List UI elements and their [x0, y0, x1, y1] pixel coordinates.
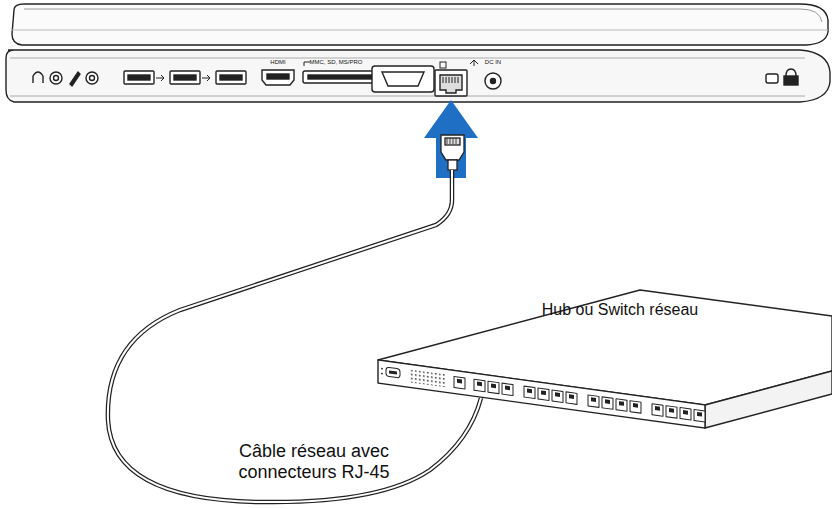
switch-port-pin — [527, 389, 532, 394]
switch-port — [588, 395, 599, 408]
laptop — [6, 4, 830, 102]
switch-port — [488, 381, 499, 394]
port-label: DC IN — [478, 59, 508, 66]
switch-port-pin — [541, 390, 546, 395]
device-label: Hub ou Switch réseau — [515, 301, 725, 319]
switch-port — [566, 392, 577, 405]
switch-port — [502, 383, 513, 396]
switch-port — [616, 399, 627, 412]
switch-port-pin — [569, 394, 574, 399]
rj45-plug — [441, 135, 464, 170]
switch-port — [538, 388, 549, 401]
switch-port-pin — [477, 382, 482, 387]
switch-port-pin — [605, 399, 610, 404]
switch-port-pin — [655, 406, 660, 411]
switch-port-pin — [619, 401, 624, 406]
switch-port-pin — [591, 397, 596, 402]
switch-port — [474, 379, 485, 392]
port-label: HDMI — [258, 59, 298, 66]
switch-port-pin — [683, 410, 688, 415]
switch-port-pin — [697, 412, 702, 417]
insert-arrow — [424, 100, 478, 178]
network-cable — [108, 170, 481, 502]
switch-port — [524, 386, 535, 399]
switch-port-pin — [555, 392, 560, 397]
switch-port-pin — [457, 379, 462, 384]
switch-port — [652, 404, 663, 417]
switch-port-pin — [505, 385, 510, 390]
switch-port-pin — [669, 408, 674, 413]
network-switch — [378, 290, 832, 428]
switch-port — [630, 401, 641, 414]
switch-port — [602, 397, 613, 410]
cable-label: Câble réseau avec connecteurs RJ-45 — [214, 441, 414, 482]
switch-port-pin — [633, 403, 638, 408]
switch-port — [666, 406, 677, 419]
port-label: MMC, SD, MS/PRO — [301, 59, 371, 66]
switch-port — [694, 409, 705, 422]
switch-port — [552, 390, 563, 403]
switch-port — [680, 408, 691, 421]
switch-port-pin — [491, 384, 496, 389]
switch-port — [454, 376, 465, 389]
